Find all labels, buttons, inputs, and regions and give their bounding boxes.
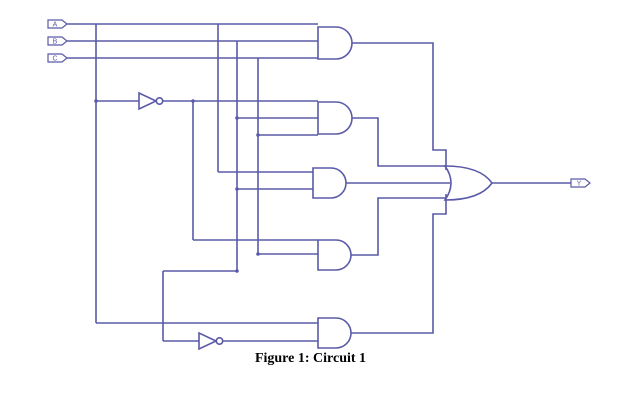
and-gate-4 (317, 239, 352, 271)
not-gate-2 (198, 331, 224, 351)
output-port-y: Y (570, 178, 591, 188)
svg-text:A: A (53, 22, 58, 29)
or-gate (443, 165, 493, 201)
input-wires (67, 23, 318, 59)
and-outputs (346, 42, 450, 334)
and-gate-1 (317, 26, 353, 60)
and-gate-2 (317, 101, 353, 135)
vertical-rails (95, 24, 259, 323)
not-gate-1 (138, 91, 164, 111)
svg-text:C: C (52, 56, 57, 63)
input-port-b: B (47, 36, 68, 46)
and-gate-3 (312, 167, 347, 199)
figure-caption: Figure 1: Circuit 1 (254, 351, 367, 366)
input-port-c: C (47, 53, 68, 63)
input-port-a: A (47, 19, 68, 29)
and-gate-5 (317, 317, 352, 349)
junction-dots (94, 99, 260, 273)
svg-text:B: B (53, 39, 58, 46)
svg-text:Y: Y (577, 181, 582, 188)
